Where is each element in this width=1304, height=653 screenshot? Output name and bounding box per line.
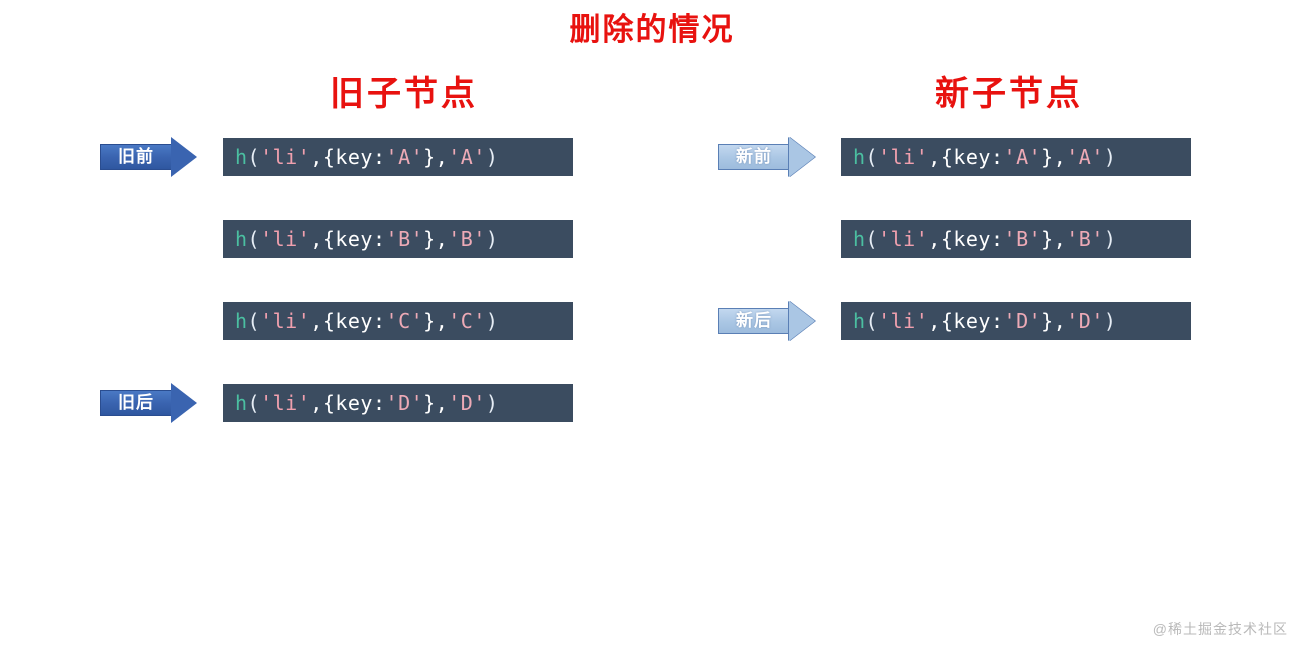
code-token-key-value: 'D' [385,391,424,415]
arrow-body: 旧前 [100,144,172,170]
code-token-key-value: 'A' [385,145,424,169]
code-token-tag: 'li' [260,309,311,333]
code-token-tag: 'li' [260,227,311,251]
code-token-child-value: 'B' [448,227,486,251]
code-token-child-value: 'C' [448,309,486,333]
code-token-paren-open: ( [865,309,879,333]
code-token-paren-close: ) [485,309,499,333]
code-token-key-value: 'B' [1003,227,1042,251]
old-children-heading: 旧子节点 [330,75,478,113]
code-token-child-value: 'D' [448,391,486,415]
arrow-head-icon [171,383,197,423]
pointer-arrow: 新前 [718,137,830,177]
code-token-object-open: {key: [940,309,1004,333]
code-token-function: h [235,309,248,333]
arrow-label: 旧前 [118,147,154,166]
code-token-paren-close: ) [485,227,499,251]
code-token-paren-close: ) [1103,145,1117,169]
code-token-key-value: 'B' [385,227,424,251]
code-token-key-value: 'A' [1003,145,1042,169]
code-token-paren-close: ) [1103,309,1117,333]
code-token-function: h [235,145,248,169]
code-token-paren-open: ( [865,145,879,169]
vnode-code-block: h('li', {key:'D'}, 'D') [841,302,1191,340]
code-token-function: h [235,227,248,251]
code-token-object-close: } [1041,309,1054,333]
code-token-object-close: } [423,227,436,251]
code-token-tag: 'li' [878,145,929,169]
code-token-comma: , [435,227,449,251]
code-token-paren-open: ( [247,391,261,415]
code-token-tag: 'li' [878,227,929,251]
code-token-object-open: {key: [322,227,386,251]
code-token-object-open: {key: [322,391,386,415]
code-token-comma: , [310,227,323,251]
code-token-tag: 'li' [878,309,929,333]
code-token-paren-close: ) [485,391,499,415]
code-token-paren-open: ( [247,227,261,251]
arrow-label: 新后 [736,311,772,330]
code-token-object-open: {key: [322,145,386,169]
code-token-function: h [853,145,866,169]
vnode-code-block: h('li', {key:'A'}, 'A') [223,138,573,176]
code-token-key-value: 'D' [1003,309,1042,333]
code-token-function: h [853,227,866,251]
arrow-head-icon [789,301,815,341]
code-token-object-open: {key: [940,227,1004,251]
vnode-code-block: h('li', {key:'C'}, 'C') [223,302,573,340]
code-token-comma: , [928,145,941,169]
code-token-object-close: } [423,391,436,415]
code-token-child-value: 'D' [1066,309,1104,333]
code-token-child-value: 'A' [448,145,486,169]
vnode-code-block: h('li', {key:'B'}, 'B') [841,220,1191,258]
code-token-paren-open: ( [865,227,879,251]
pointer-arrow: 新后 [718,301,830,341]
code-token-object-close: } [1041,145,1054,169]
code-token-tag: 'li' [260,145,311,169]
vnode-code-block: h('li', {key:'A'}, 'A') [841,138,1191,176]
code-token-comma: , [928,309,941,333]
code-token-comma: , [435,145,449,169]
arrow-label: 旧后 [118,393,154,412]
code-token-comma: , [310,145,323,169]
code-token-comma: , [1053,309,1067,333]
code-token-paren-close: ) [1103,227,1117,251]
code-token-comma: , [1053,227,1067,251]
arrow-body: 新后 [718,308,790,334]
code-token-child-value: 'B' [1066,227,1104,251]
vnode-code-block: h('li', {key:'D'}, 'D') [223,384,573,422]
code-token-comma: , [1053,145,1067,169]
code-token-comma: , [310,391,323,415]
code-token-object-open: {key: [322,309,386,333]
arrow-head-icon [171,137,197,177]
code-token-paren-open: ( [247,309,261,333]
arrow-head-icon [789,137,815,177]
page-title: 删除的情况 [569,12,735,47]
code-token-comma: , [310,309,323,333]
code-token-object-open: {key: [940,145,1004,169]
arrow-label: 新前 [736,147,772,166]
arrow-body: 旧后 [100,390,172,416]
code-token-comma: , [435,391,449,415]
code-token-child-value: 'A' [1066,145,1104,169]
watermark: @稀土掘金技术社区 [1152,621,1288,637]
code-token-function: h [853,309,866,333]
new-children-heading: 新子节点 [935,75,1083,113]
code-token-comma: , [928,227,941,251]
pointer-arrow: 旧前 [100,137,212,177]
code-token-object-close: } [1041,227,1054,251]
code-token-key-value: 'C' [385,309,424,333]
code-token-object-close: } [423,145,436,169]
pointer-arrow: 旧后 [100,383,212,423]
code-token-paren-open: ( [247,145,261,169]
code-token-object-close: } [423,309,436,333]
vnode-code-block: h('li', {key:'B'}, 'B') [223,220,573,258]
code-token-function: h [235,391,248,415]
arrow-body: 新前 [718,144,790,170]
code-token-comma: , [435,309,449,333]
code-token-paren-close: ) [485,145,499,169]
code-token-tag: 'li' [260,391,311,415]
